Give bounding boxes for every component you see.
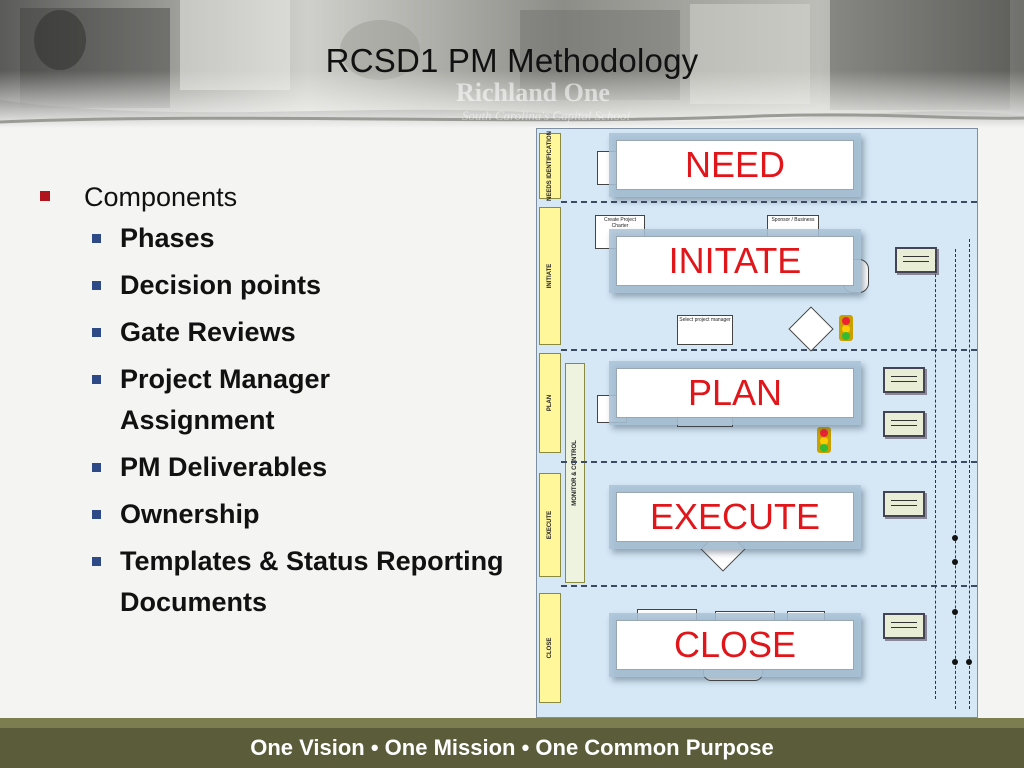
bullet-heading: Components — [84, 182, 238, 212]
sub-bullet-label: Project Manager Assignment — [120, 364, 331, 435]
lane-tag-label: MONITOR & CONTROL — [572, 440, 578, 506]
phase-label-close: CLOSE — [616, 620, 854, 670]
lane-tag-execute: EXECUTE — [539, 473, 561, 577]
lane-separator — [561, 201, 977, 203]
banner-tagline: South Carolina's Capital School — [462, 108, 631, 123]
sub-bullet-label: Phases — [120, 223, 215, 253]
process-flow-diagram: NEEDS IDENTIFICATION INITIATE PLAN EXECU… — [536, 128, 978, 718]
square-bullet-icon — [92, 510, 101, 519]
lane-tag-label: CLOSE — [547, 637, 553, 659]
connector-dot — [952, 559, 958, 565]
banner-photo-collage — [0, 0, 1024, 128]
lane-tag-label: NEEDS IDENTIFICATION — [547, 131, 553, 201]
lane-tag-close: CLOSE — [539, 593, 561, 703]
phase-label-execute: EXECUTE — [616, 492, 854, 542]
lane-tag-plan: PLAN — [539, 353, 561, 453]
square-bullet-icon — [92, 375, 101, 384]
square-bullet-icon — [92, 463, 101, 472]
document-icon — [883, 613, 925, 639]
banner-brand: Richland One — [456, 78, 610, 107]
lane-tag-needs: NEEDS IDENTIFICATION — [539, 131, 561, 201]
flow-box: Select project manager — [677, 315, 733, 345]
square-bullet-icon — [92, 557, 101, 566]
phase-label-plan: PLAN — [616, 368, 854, 418]
document-icon — [895, 247, 937, 273]
sub-bullet: Phases — [34, 218, 504, 259]
lane-separator — [561, 461, 977, 463]
connector-line — [969, 239, 970, 709]
connector-line — [955, 249, 956, 709]
square-bullet-icon — [92, 328, 101, 337]
connector-dot — [952, 609, 958, 615]
footer-strip — [0, 718, 1024, 728]
sub-bullet-label: PM Deliverables — [120, 452, 328, 482]
lane-tag-label: INITIATE — [547, 263, 553, 289]
document-icon — [883, 411, 925, 437]
bullet-components: Components Phases Decision points Gate R… — [34, 180, 504, 623]
connector-dot — [952, 535, 958, 541]
connector-dot — [952, 659, 958, 665]
sub-bullet: PM Deliverables — [34, 447, 504, 488]
lane-tag-label: PLAN — [547, 394, 553, 412]
square-bullet-icon — [92, 234, 101, 243]
sub-bullet-label: Decision points — [120, 270, 322, 300]
sub-bullet: Decision points — [34, 265, 504, 306]
phase-label-initiate: INITATE — [616, 236, 854, 286]
traffic-light-icon — [839, 315, 853, 341]
sub-bullet-label: Templates & Status Reporting Documents — [120, 546, 504, 617]
lane-tag-monitor: MONITOR & CONTROL — [565, 363, 585, 583]
connector-dot — [966, 659, 972, 665]
square-bullet-icon — [92, 281, 101, 290]
traffic-light-icon — [817, 427, 831, 453]
flow-box-label: Select project manager — [679, 317, 731, 323]
document-icon — [883, 491, 925, 517]
flow-box-label: Create Project Charter — [604, 217, 636, 229]
flow-box-label: Sponsor / Business — [771, 217, 815, 223]
header-banner: Richland One South Carolina's Capital Sc… — [0, 0, 1024, 128]
lane-separator — [561, 585, 977, 587]
phase-label-need: NEED — [616, 140, 854, 190]
footer-motto: One Vision • One Mission • One Common Pu… — [250, 735, 774, 760]
document-icon — [883, 367, 925, 393]
bullet-list: Components Phases Decision points Gate R… — [34, 180, 504, 633]
square-bullet-icon — [40, 191, 50, 201]
sub-bullet: Project Manager Assignment — [34, 359, 460, 441]
slide-title: RCSD1 PM Methodology — [325, 42, 699, 79]
lane-tag-label: EXECUTE — [547, 510, 553, 540]
sub-bullet-label: Ownership — [120, 499, 260, 529]
connector-line — [935, 259, 936, 699]
decision-diamond — [788, 306, 834, 352]
sub-bullet-label: Gate Reviews — [120, 317, 296, 347]
sub-bullet: Templates & Status Reporting Documents — [34, 541, 520, 623]
sub-bullet: Gate Reviews — [34, 312, 504, 353]
lane-tag-initiate: INITIATE — [539, 207, 561, 345]
lane-separator — [561, 349, 977, 351]
footer-bar: One Vision • One Mission • One Common Pu… — [0, 718, 1024, 768]
sub-bullet: Ownership — [34, 494, 504, 535]
